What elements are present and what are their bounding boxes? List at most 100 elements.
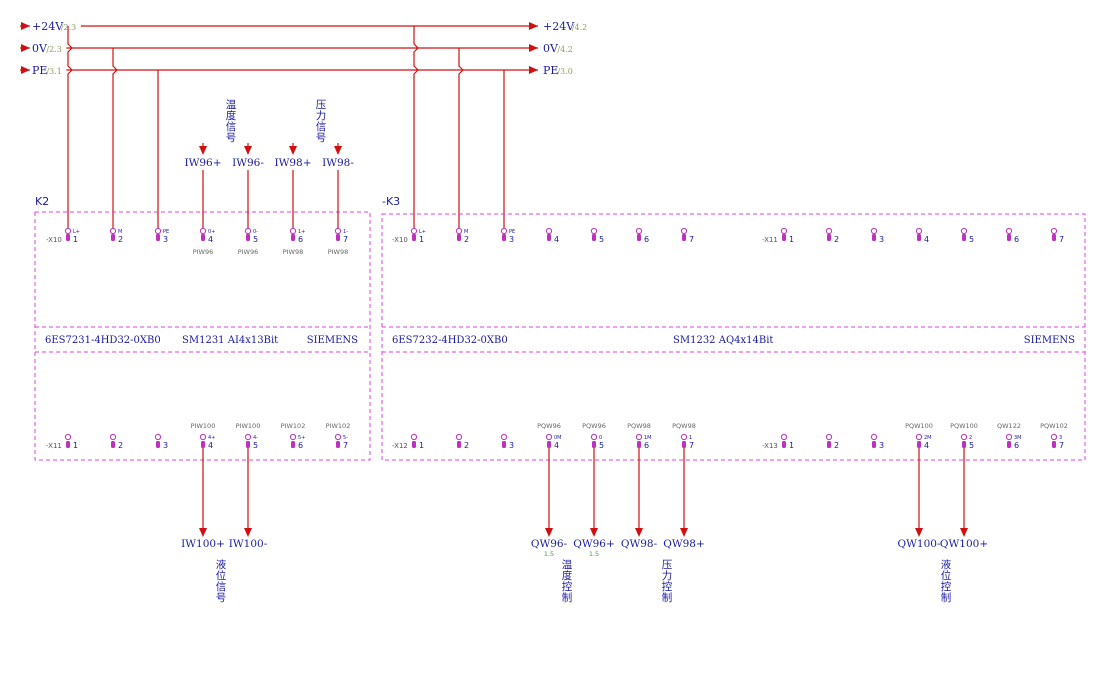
note-char: 号 bbox=[316, 132, 327, 144]
note-char: 号 bbox=[216, 592, 227, 604]
output-arrow bbox=[590, 528, 598, 537]
terminal-pin-body bbox=[547, 441, 551, 448]
note-char: 信 bbox=[226, 121, 237, 133]
terminal-pin-label: 4- bbox=[253, 435, 258, 441]
terminal-pin-circle bbox=[199, 227, 207, 235]
terminal-pin-circle bbox=[635, 433, 643, 441]
terminal-pin-address: PIW96 bbox=[193, 248, 214, 256]
terminal-pin-label: 3 bbox=[1059, 435, 1062, 441]
terminal-pin-number: 2 bbox=[834, 441, 839, 450]
output-signal: QW98- bbox=[621, 448, 658, 550]
terminal-pin-circle bbox=[545, 433, 553, 441]
terminal-pin-address: PQW98 bbox=[627, 422, 651, 430]
terminal-pin: 1 bbox=[780, 227, 794, 244]
terminal-pin-address: PQW100 bbox=[905, 422, 933, 430]
output-signal-label: QW98+ bbox=[663, 538, 705, 550]
module-order-number: 6ES7232-4HD32-0XB0 bbox=[392, 335, 508, 346]
terminal-pin: 73 PQW102 bbox=[1040, 422, 1068, 450]
output-signal: QW100- bbox=[898, 448, 941, 550]
terminal-pin-circle bbox=[1050, 227, 1058, 235]
terminal-pin-number: 6 bbox=[298, 235, 303, 244]
terminal-pin-body bbox=[637, 441, 641, 448]
output-arrow bbox=[680, 528, 688, 537]
terminal-pin-circle bbox=[680, 227, 688, 235]
bus-ref-right: /4.2 bbox=[557, 45, 572, 54]
terminal-pin-number: 7 bbox=[1059, 441, 1064, 450]
terminal-pin-label: PE bbox=[509, 229, 515, 235]
terminal-pin-number: 1 bbox=[419, 235, 424, 244]
terminal-pin-body bbox=[1007, 441, 1011, 448]
output-signal-label: IW100- bbox=[229, 538, 268, 550]
terminal-pin-address: PQW98 bbox=[672, 422, 696, 430]
note-char: 压 bbox=[316, 99, 327, 111]
terminal-pin: 2 bbox=[109, 433, 123, 450]
note-vertical-text: 液位信号 bbox=[216, 558, 227, 604]
terminal-pin-body bbox=[246, 234, 250, 241]
terminal-pin-address: PIW100 bbox=[191, 422, 216, 430]
terminal-pin-label: 4+ bbox=[208, 435, 215, 441]
power-bus-24v: +24V/2.3+24V/4.2 bbox=[20, 20, 587, 33]
module-manufacturer: SIEMENS bbox=[1024, 335, 1075, 346]
terminal-pin-number: 7 bbox=[689, 235, 694, 244]
note-char: 制 bbox=[662, 591, 673, 604]
terminal-pin-address: QW122 bbox=[997, 422, 1021, 430]
bus-arrow-left bbox=[21, 22, 30, 30]
terminal-pin: 2M bbox=[455, 227, 469, 244]
bus-label-right: +24V bbox=[543, 20, 575, 33]
terminal-pin-number: 1 bbox=[789, 235, 794, 244]
bus-label-left: +24V bbox=[32, 20, 64, 33]
terminal-pin-number: 4 bbox=[554, 235, 559, 244]
terminal-pin-body bbox=[917, 234, 921, 241]
module-manufacturer: SIEMENS bbox=[307, 335, 358, 346]
terminal-pin-circle bbox=[500, 227, 508, 235]
terminal-pin-circle bbox=[154, 433, 162, 441]
terminal-pin-body bbox=[201, 234, 205, 241]
terminal-pin: 1 bbox=[64, 433, 78, 450]
terminal-pin-address: PQW96 bbox=[582, 422, 606, 430]
terminal-pin-address: PIW100 bbox=[236, 422, 261, 430]
terminal-pin-circle bbox=[334, 433, 342, 441]
note-char: 力 bbox=[662, 569, 673, 582]
terminal-pin-number: 2 bbox=[118, 441, 123, 450]
terminal-pin-circle bbox=[825, 433, 833, 441]
terminal-pin-number: 2 bbox=[464, 441, 469, 450]
bus-label-left: PE bbox=[32, 64, 47, 77]
terminal-pin: 61+PIW98 bbox=[283, 227, 305, 256]
input-signal: IW98+ bbox=[274, 143, 312, 228]
terminal-pin-address: PQW102 bbox=[1040, 422, 1068, 430]
terminal-pin: 2 bbox=[825, 227, 839, 244]
terminal-pin: 1L+ bbox=[64, 227, 80, 244]
terminal-pin: 3 bbox=[500, 433, 514, 450]
output-signal: QW98+ bbox=[663, 448, 705, 550]
terminal-pin: 65+PIW102 bbox=[281, 422, 306, 450]
terminal-pin-body bbox=[962, 441, 966, 448]
note-char: 号 bbox=[226, 132, 237, 144]
terminal-pin-circle bbox=[154, 227, 162, 235]
note-vertical-text: 压力控制 bbox=[662, 559, 673, 604]
terminal-pin-address: PIW102 bbox=[326, 422, 351, 430]
module-order-number: 6ES7231-4HD32-0XB0 bbox=[45, 335, 161, 346]
terminal-pin-address: PQW96 bbox=[537, 422, 561, 430]
terminal-pin-circle bbox=[199, 433, 207, 441]
output-arrow bbox=[635, 528, 643, 537]
bus-ref-left: /3.1 bbox=[46, 67, 61, 76]
terminal-pin-circle bbox=[780, 227, 788, 235]
terminal-pin-number: 3 bbox=[879, 441, 884, 450]
terminal-pin-circle bbox=[915, 433, 923, 441]
terminal-pin-number: 3 bbox=[163, 235, 168, 244]
terminal-pin-label: 1 bbox=[689, 435, 692, 441]
note-char: 度 bbox=[562, 569, 573, 582]
terminal-pin: 75-PIW102 bbox=[326, 422, 351, 450]
terminal-pin-body bbox=[66, 234, 70, 241]
terminal-pin-number: 4 bbox=[924, 441, 929, 450]
output-signal-label: QW96- bbox=[531, 538, 568, 550]
terminal-pin-circle bbox=[915, 227, 923, 235]
input-signal: IW98- bbox=[322, 143, 354, 228]
terminal-pin-address: PIW102 bbox=[281, 422, 306, 430]
